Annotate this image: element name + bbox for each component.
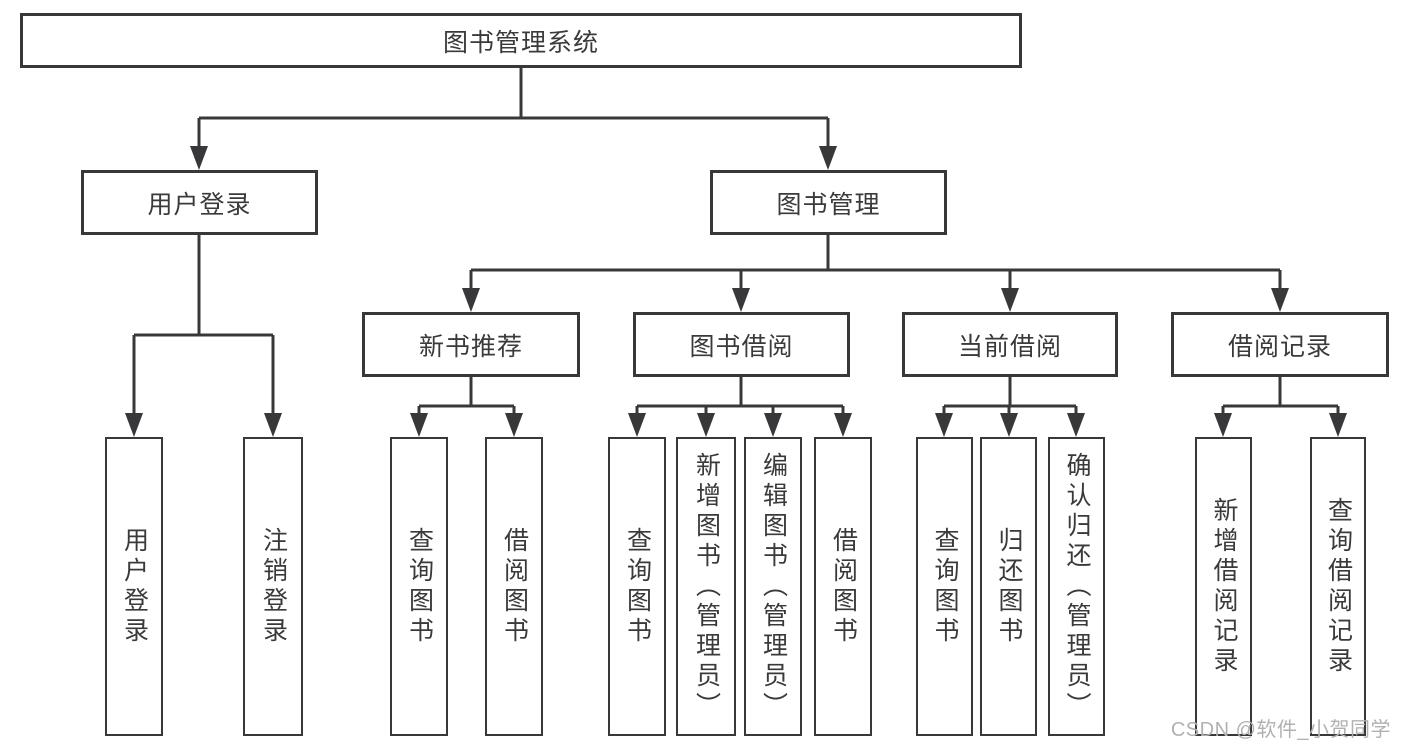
node-add-book-admin-label: 新增图书（管理员） [692, 451, 721, 722]
node-add-borrow-record-label: 新增借阅记录 [1210, 496, 1238, 677]
connector-book-management-children [469, 235, 1282, 293]
node-query-books-2-label: 查询图书 [623, 526, 652, 647]
connector-borrow-records-children [1221, 377, 1340, 418]
node-query-books-3: 查询图书 [916, 437, 973, 736]
node-borrow-books-1: 借阅图书 [485, 437, 543, 736]
node-borrow-books-2: 借阅图书 [814, 437, 872, 736]
node-edit-book-admin-label: 编辑图书（管理员） [759, 451, 788, 722]
node-borrow-records-label: 借阅记录 [1227, 332, 1332, 361]
connector-book-borrow-children [635, 377, 845, 418]
arrowhead [819, 146, 837, 170]
node-query-borrow-record: 查询借阅记录 [1310, 437, 1366, 736]
arrowhead [834, 413, 852, 437]
arrowhead [697, 413, 715, 437]
node-query-books-1-label: 查询图书 [405, 526, 434, 647]
connector-new-book-children [417, 377, 516, 418]
node-root-label: 图书管理系统 [442, 28, 599, 57]
arrowhead [1067, 413, 1085, 437]
node-logout-leaf-label: 注销登录 [259, 526, 288, 647]
arrowhead [190, 146, 208, 170]
node-book-borrow-label: 图书借阅 [689, 332, 794, 361]
node-user-login: 用户登录 [81, 170, 318, 235]
node-current-borrow: 当前借阅 [902, 312, 1118, 377]
node-user-login-leaf: 用户登录 [105, 437, 163, 736]
connector-user-login-children [132, 235, 275, 418]
arrowhead [462, 288, 480, 312]
arrowhead [1001, 288, 1019, 312]
connector-root-to-level2 [197, 68, 830, 151]
node-confirm-return-admin-label: 确认归还（管理员） [1063, 451, 1091, 722]
node-new-book-recommend: 新书推荐 [362, 312, 580, 377]
node-query-books-1: 查询图书 [390, 437, 448, 736]
arrowhead [264, 413, 282, 437]
arrowhead [1329, 413, 1347, 437]
node-edit-book-admin: 编辑图书（管理员） [744, 437, 802, 736]
node-new-book-recommend-label: 新书推荐 [418, 332, 523, 361]
node-logout-leaf: 注销登录 [243, 437, 303, 736]
node-confirm-return-admin: 确认归还（管理员） [1048, 437, 1105, 736]
node-user-login-label: 用户登录 [147, 190, 252, 219]
node-root: 图书管理系统 [20, 13, 1022, 68]
node-borrow-books-2-label: 借阅图书 [829, 526, 858, 647]
node-add-borrow-record: 新增借阅记录 [1195, 437, 1252, 736]
node-current-borrow-label: 当前借阅 [957, 332, 1062, 361]
node-user-login-leaf-label: 用户登录 [120, 526, 149, 647]
arrowhead [125, 413, 143, 437]
arrowhead [732, 288, 750, 312]
arrowhead [935, 413, 953, 437]
node-return-book-label: 归还图书 [995, 526, 1023, 647]
arrowhead [505, 413, 523, 437]
node-borrow-books-1-label: 借阅图书 [500, 526, 529, 647]
arrowhead [1214, 413, 1232, 437]
arrowhead [410, 413, 428, 437]
node-add-book-admin: 新增图书（管理员） [676, 437, 736, 736]
node-query-books-2: 查询图书 [608, 437, 666, 736]
node-book-management-label: 图书管理 [776, 190, 881, 219]
node-book-management: 图书管理 [710, 170, 947, 235]
arrowhead [628, 413, 646, 437]
watermark-text: CSDN @软件_小贺同学 [1170, 719, 1391, 741]
arrowhead [1271, 288, 1289, 312]
node-book-borrow: 图书借阅 [633, 312, 850, 377]
node-borrow-records: 借阅记录 [1171, 312, 1389, 377]
node-query-books-3-label: 查询图书 [931, 526, 959, 647]
arrowhead [1000, 413, 1018, 437]
arrowhead [764, 413, 782, 437]
node-query-borrow-record-label: 查询借阅记录 [1324, 496, 1353, 677]
connector-current-borrow-children [942, 377, 1078, 418]
node-return-book: 归还图书 [980, 437, 1037, 736]
